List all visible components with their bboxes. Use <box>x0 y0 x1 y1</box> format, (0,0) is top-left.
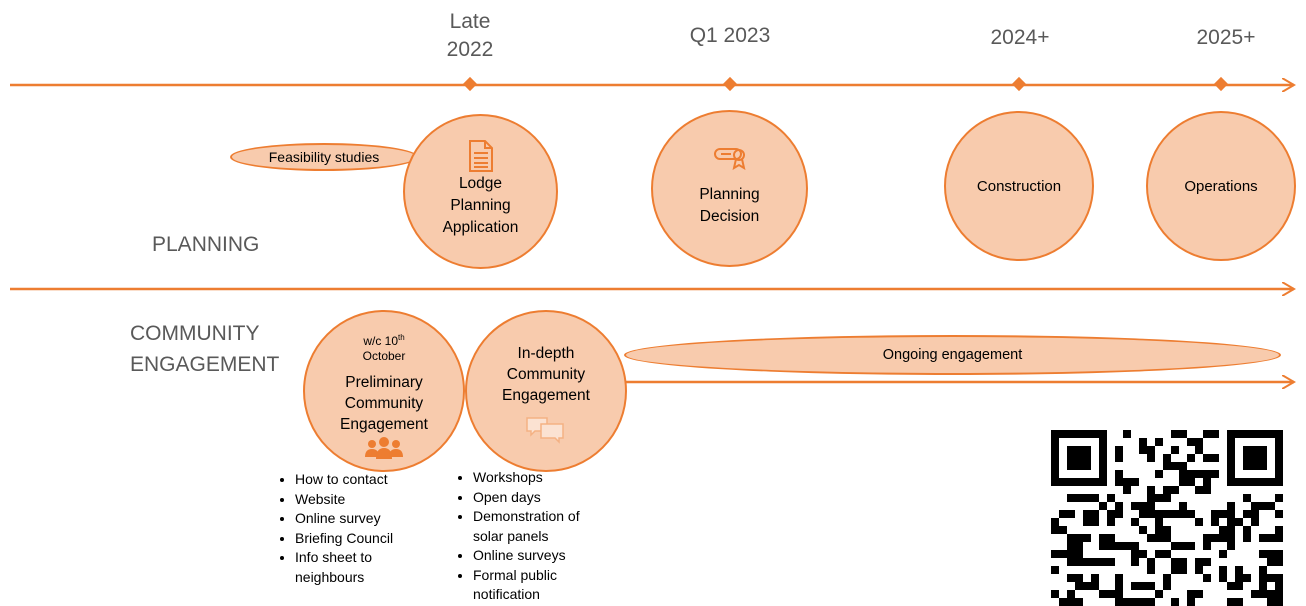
preliminary-community-engagement-node: w/c 10th October Preliminary Community E… <box>303 310 465 472</box>
in-depth-community-engagement-label: In-depth Community Engagement <box>502 344 590 404</box>
list-item: Formal public notification <box>473 566 583 605</box>
list-item: Demonstration of solar panels <box>473 507 601 546</box>
list-item: Website <box>295 490 525 510</box>
preliminary-date-sup: th <box>398 333 405 342</box>
in-depth-bullets: Workshops Open days Demonstration of sol… <box>433 468 703 605</box>
chat-icon <box>526 416 564 444</box>
list-item: Online survey <box>295 509 525 529</box>
planning-decision-label: Planning Decision <box>699 185 760 225</box>
milestone-q1-2023: Q1 2023 <box>689 24 771 47</box>
milestone-diamond <box>462 76 478 92</box>
feasibility-studies-pill: Feasibility studies <box>230 143 418 171</box>
milestone-diamond <box>1213 76 1229 92</box>
qr-code-icon <box>1051 430 1283 606</box>
construction-node: Construction <box>944 111 1094 261</box>
milestone-2025: 2025+ <box>1196 26 1256 49</box>
feasibility-studies-label: Feasibility studies <box>268 149 380 165</box>
people-icon <box>365 437 403 459</box>
construction-label: Construction <box>976 177 1062 195</box>
lodge-planning-application-label: Lodge Planning Application <box>442 174 519 236</box>
list-item: Briefing Council <box>295 529 525 549</box>
milestone-diamond <box>1011 76 1027 92</box>
milestone-late-2022: Late 2022 <box>446 10 494 61</box>
operations-node: Operations <box>1146 111 1296 261</box>
list-item: Workshops <box>473 468 703 488</box>
preliminary-community-engagement-label: Preliminary Community Engagement <box>340 374 428 433</box>
ongoing-engagement-pill: Ongoing engagement <box>624 335 1281 375</box>
preliminary-bullets: How to contact Website Online survey Bri… <box>255 470 525 587</box>
list-item: How to contact <box>295 470 525 490</box>
section-community-engagement: COMMUNITY ENGAGEMENT <box>130 322 280 376</box>
operations-label: Operations <box>1184 177 1258 195</box>
section-planning: PLANNING <box>152 233 260 256</box>
list-item: Online surveys <box>473 546 703 566</box>
milestone-2024: 2024+ <box>990 26 1050 49</box>
lodge-planning-application-node: Lodge Planning Application <box>403 114 558 269</box>
list-item: Open days <box>473 488 703 508</box>
ongoing-engagement-label: Ongoing engagement <box>882 347 1023 363</box>
preliminary-date: w/c 10th October <box>363 330 406 364</box>
in-depth-community-engagement-node: In-depth Community Engagement <box>465 310 627 472</box>
preliminary-date-month: October <box>362 349 406 363</box>
planning-decision-node: Planning Decision <box>651 110 808 267</box>
document-icon <box>468 139 493 172</box>
list-item: Info sheet to neighbours <box>295 548 390 587</box>
preliminary-date-main: w/c 10 <box>363 334 398 348</box>
certificate-icon <box>713 147 745 170</box>
milestone-diamond <box>722 76 738 92</box>
